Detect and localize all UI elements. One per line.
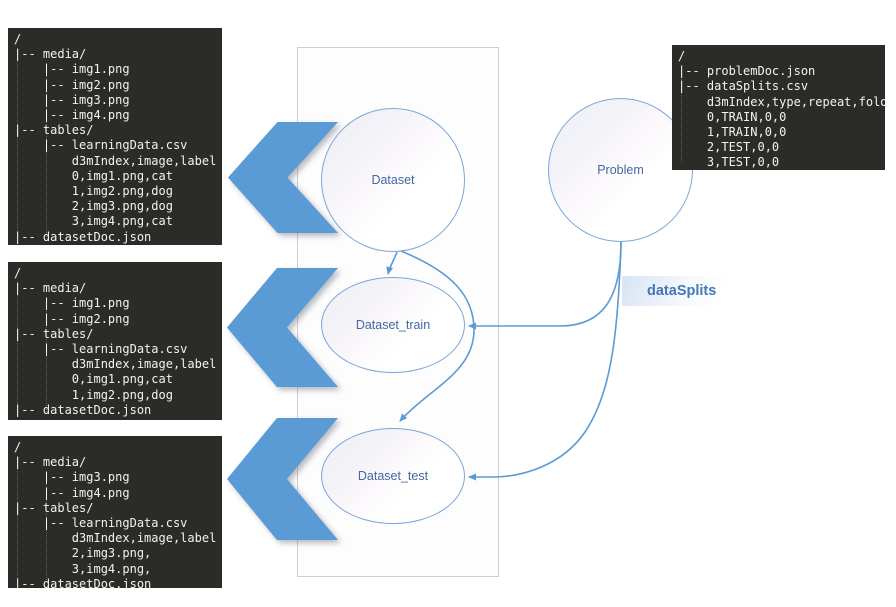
problem-file-tree-panel: / |-- problemDoc.json |-- dataSplits.csv… (672, 45, 885, 170)
dataset-train-node: Dataset_train (321, 277, 465, 373)
chevron-left-icon-train (227, 268, 338, 387)
dataset-train-file-tree-panel: / |-- media/ |-- img1.png |-- img2.png |… (8, 262, 222, 420)
chevron-left-icon-test (227, 418, 338, 540)
chevron-left-icon-dataset (228, 122, 338, 233)
dataset-test-file-tree-panel: / |-- media/ |-- img3.png |-- img4.png |… (8, 436, 222, 588)
dataset-test-node-label: Dataset_test (357, 469, 429, 483)
dataset-node-label: Dataset (371, 173, 415, 187)
dataset-file-tree-panel: / |-- media/ |-- img1.png |-- img2.png |… (8, 28, 222, 245)
dataset-test-node: Dataset_test (321, 428, 465, 524)
datasplits-edge-label: dataSplits (622, 276, 750, 306)
chevron-shape (227, 418, 338, 540)
problem-node: Problem (548, 98, 693, 242)
problem-node-label: Problem (597, 163, 644, 177)
chevron-shape (227, 268, 338, 387)
dataset-train-node-label: Dataset_train (355, 318, 431, 332)
dataset-node: Dataset (321, 108, 465, 252)
chevron-shape (228, 122, 338, 233)
